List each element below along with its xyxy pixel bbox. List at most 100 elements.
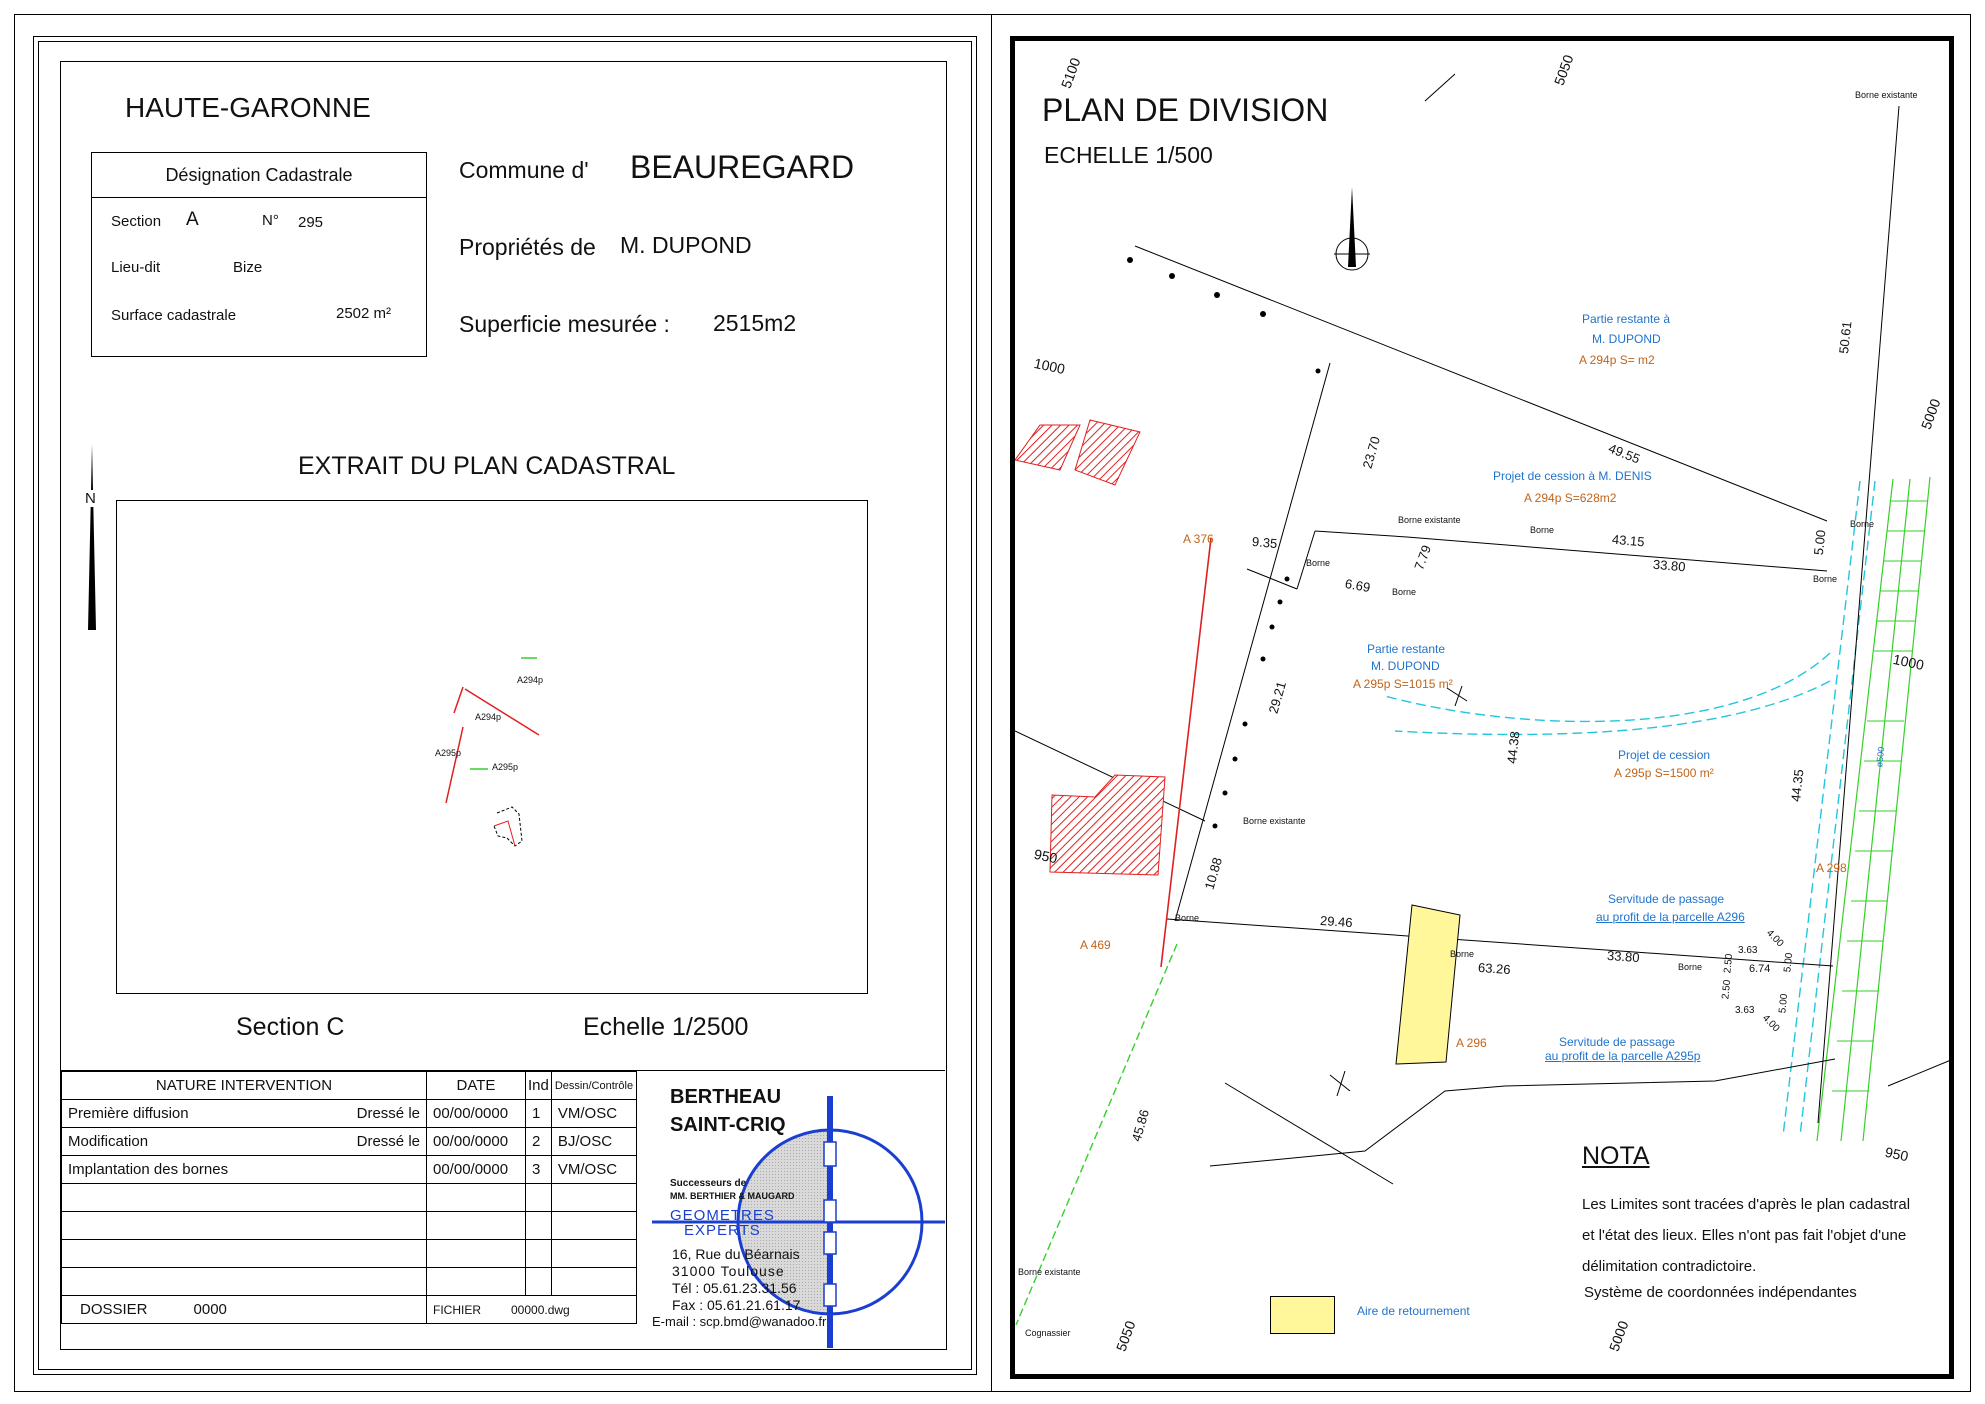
designation-title: Désignation Cadastrale [92, 153, 426, 198]
dimension-label: 29.46 [1319, 912, 1354, 931]
legend-swatch [1270, 1296, 1335, 1334]
firm-email: E-mail : scp.bmd@wanadoo.fr [652, 1314, 827, 1329]
owner-value: M. DUPOND [620, 232, 752, 258]
firm-predecessors: MM. BERTHIER & MAUGARD [670, 1191, 795, 1201]
zone-label: Projet de cession [1618, 748, 1711, 762]
nature-cell: Implantation des bornes [61, 1155, 427, 1184]
zone-label: A 294p S=628m2 [1524, 491, 1617, 505]
zone-label: au profit de la parcelle A296 [1596, 910, 1745, 924]
dimension-label: 63.26 [1477, 959, 1512, 978]
table-row [61, 1239, 638, 1268]
header-date: DATE [426, 1071, 526, 1100]
firm-block: BERTHEAU SAINT-CRIQ Successeurs de MM. B… [652, 1072, 945, 1348]
dimension-label: 9.35 [1251, 533, 1278, 552]
dimension-label: 3.63 [1738, 945, 1758, 956]
title-block-rule [61, 1070, 945, 1071]
legend-label: Aire de retournement [1357, 1304, 1470, 1318]
dimension-label: 5.00 [1810, 529, 1829, 556]
measured-label: Superficie mesurée : [459, 311, 670, 337]
dimension-label: 2.50 [1720, 979, 1734, 1000]
ind-cell: 3 [525, 1155, 552, 1184]
measured-value: 2515m2 [713, 310, 797, 336]
firm-successeurs: Successeurs de [670, 1178, 747, 1189]
marker-label: Borne existante [1018, 1267, 1081, 1277]
ind-cell: 2 [525, 1127, 552, 1156]
header-ind: Ind [525, 1071, 552, 1100]
department-title: HAUTE-GARONNE [125, 92, 371, 123]
header-nature: NATURE INTERVENTION [61, 1071, 427, 1100]
table-row [61, 1183, 638, 1212]
cadastral-extract-map: A294p A294p A295p A295p [116, 500, 868, 994]
firm-prof-2: EXPERTS [684, 1222, 761, 1239]
zone-label: Partie restante [1367, 642, 1446, 656]
nota-line: Les Limites sont tracées d'après le plan… [1582, 1196, 1911, 1213]
extract-label: A295p [435, 748, 462, 758]
extract-label: A295p [492, 762, 519, 772]
nota-line: et l'état des lieux. Elles n'ont pas fai… [1582, 1227, 1907, 1244]
extract-label: A294p [517, 675, 544, 685]
zone-label: Servitude de passage [1559, 1035, 1676, 1049]
dimension-label: 5.00 [1777, 993, 1791, 1014]
date-cell: 00/00/0000 [426, 1127, 526, 1156]
marker-label: Borne [1813, 574, 1838, 584]
marker-label: Borne [1306, 558, 1331, 568]
parcel-label: A 296 [1456, 1036, 1487, 1050]
left-frame-inner [60, 61, 947, 1350]
extract-title: EXTRAIT DU PLAN CADASTRAL [298, 452, 676, 480]
plan-title: PLAN DE DIVISION [1042, 92, 1329, 128]
left-frame-outer [33, 36, 977, 1375]
dimension-label: 33.80 [1652, 556, 1687, 575]
designation-box: Désignation Cadastrale Section A N° 295 … [91, 152, 427, 357]
plan-scale: ECHELLE 1/500 [1044, 142, 1213, 168]
firm-address-1: 16, Rue du Béarnais [672, 1246, 800, 1262]
north-arrow-icon [88, 444, 96, 630]
dimension-label: 33.80 [1606, 947, 1641, 966]
nota-line: délimitation contradictoire. [1582, 1258, 1757, 1275]
division-plan-frame [1010, 36, 1954, 1379]
section-caption: Section C [236, 1013, 345, 1041]
zone-label: A 295p S=1500 m² [1614, 766, 1714, 780]
header-controle: Dessin/Contrôle [550, 1071, 638, 1100]
zone-label: au profit de la parcelle A295p [1545, 1049, 1701, 1063]
marker-label: Borne [1450, 949, 1475, 959]
extract-label: A294p [475, 712, 502, 722]
firm-fax: Fax : 05.61.21.61.17 [672, 1297, 801, 1313]
nota-line: Système de coordonnées indépendantes [1584, 1284, 1857, 1301]
firm-address-2: 31000 Toulouse [672, 1263, 785, 1279]
firm-name-1: BERTHEAU [670, 1086, 782, 1108]
number-label: N° [262, 212, 279, 229]
zone-label: A 294p S= m2 [1579, 353, 1655, 367]
intervention-table: NATURE INTERVENTION DATE Ind Dessin/Cont… [61, 1071, 638, 1324]
dimension-label: 3.63 [1735, 1005, 1755, 1016]
nota-title: NOTA [1582, 1142, 1650, 1170]
marker-label: ø500 [1874, 746, 1887, 768]
by-cell: VM/OSC [550, 1099, 638, 1128]
zone-label: Partie restante à [1582, 312, 1671, 326]
commune-value: BEAUREGARD [630, 149, 855, 185]
division-plan-drawing [1015, 73, 1949, 1326]
zone-label: A 295p S=1015 m² [1353, 677, 1453, 691]
marker-label: Borne existante [1243, 816, 1306, 826]
zone-label: Servitude de passage [1608, 892, 1725, 906]
zone-label: M. DUPOND [1371, 659, 1440, 673]
firm-tel: Tél : 05.61.23.31.56 [672, 1280, 797, 1296]
table-row: Implantation des bornes 00/00/0000 3 VM/… [61, 1155, 638, 1184]
ind-cell: 1 [525, 1099, 552, 1128]
marker-label: Borne [1850, 519, 1875, 529]
commune-label: Commune d' [459, 157, 589, 183]
extract-drawing [445, 657, 540, 847]
surface-value: 2502 m² [336, 305, 392, 322]
parcel-label: A 469 [1080, 938, 1111, 952]
parcel-label: A 298 [1816, 861, 1847, 875]
marker-label: Borne [1175, 913, 1200, 923]
marker-label: Borne existante [1855, 90, 1918, 100]
section-label: Section [111, 213, 162, 230]
surface-label: Surface cadastrale [111, 307, 237, 324]
sheet-border [14, 14, 1971, 1392]
marker-label: Cognassier [1025, 1328, 1071, 1338]
